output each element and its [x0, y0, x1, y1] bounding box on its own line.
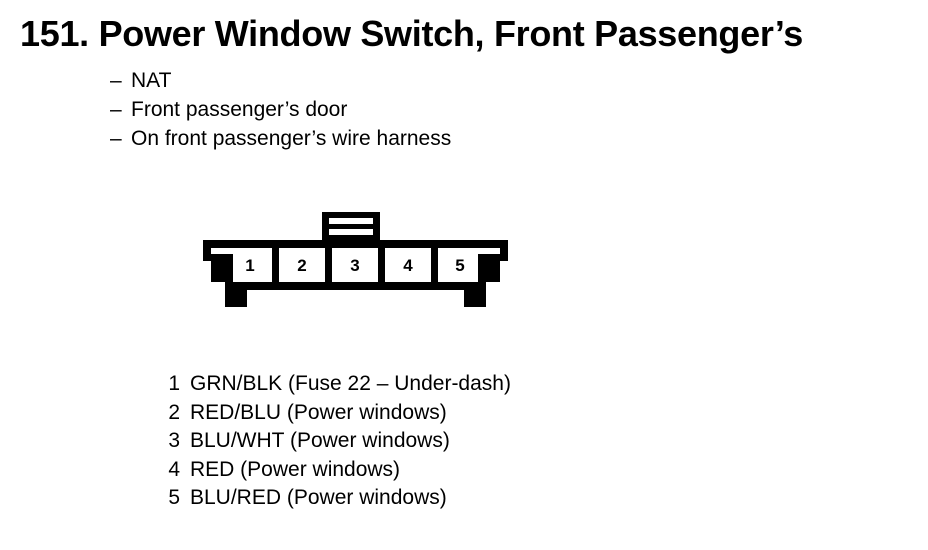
legend-pin-number: 3: [168, 429, 180, 452]
legend-pin-description: BLU/RED (Power windows): [190, 486, 447, 509]
legend-pin-description: GRN/BLK (Fuse 22 – Under-dash): [190, 372, 511, 395]
spec-item-label: NAT: [131, 69, 172, 92]
legend-pin-description: RED (Power windows): [190, 457, 401, 481]
legend-pin-number: 5: [168, 486, 180, 509]
connector-diagram: 1 2 3 4 5: [203, 211, 513, 311]
cell-dividers: [272, 248, 438, 282]
connector-outline: [203, 212, 508, 307]
page-title: 151. Power Window Switch, Front Passenge…: [20, 13, 803, 54]
dash-marker: –: [110, 69, 122, 92]
spec-item-label: Front passenger’s door: [131, 98, 348, 121]
spec-list: –NAT –Front passenger’s door –On front p…: [110, 66, 451, 153]
legend-pin-description: RED/BLU (Power windows): [190, 400, 447, 424]
legend-pin-number: 4: [168, 457, 180, 481]
dash-marker: –: [110, 127, 122, 150]
legend-row: 3 BLU/WHT (Power windows): [160, 427, 511, 456]
spec-item: –Front passenger’s door: [110, 95, 451, 124]
dash-marker: –: [110, 98, 122, 121]
pin-legend: 1 GRN/BLK (Fuse 22 – Under-dash) 2 RED/BLU…: [160, 370, 511, 513]
spec-item-label: On front passenger’s wire harness: [131, 127, 452, 150]
legend-pin-number: 1: [168, 372, 180, 395]
legend-row: 5 BLU/RED (Power windows): [160, 484, 511, 513]
connector-cell-3: 3: [350, 256, 359, 275]
connector-cell-5: 5: [455, 256, 464, 275]
spec-item: –On front passenger’s wire harness: [110, 124, 451, 153]
connector-cell-1: 1: [245, 256, 254, 275]
tab-slot-upper: [329, 218, 373, 224]
legend-row: 2 RED/BLU (Power windows): [160, 399, 511, 428]
legend-pin-number: 2: [168, 400, 180, 424]
spec-item: –NAT: [110, 66, 451, 95]
connector-cell-4: 4: [403, 256, 413, 275]
tab-slot-lower: [329, 229, 373, 235]
legend-row: 1 GRN/BLK (Fuse 22 – Under-dash): [160, 370, 511, 399]
legend-pin-description: BLU/WHT (Power windows): [190, 429, 450, 452]
connector-cell-2: 2: [297, 256, 306, 275]
legend-row: 4 RED (Power windows): [160, 456, 511, 485]
